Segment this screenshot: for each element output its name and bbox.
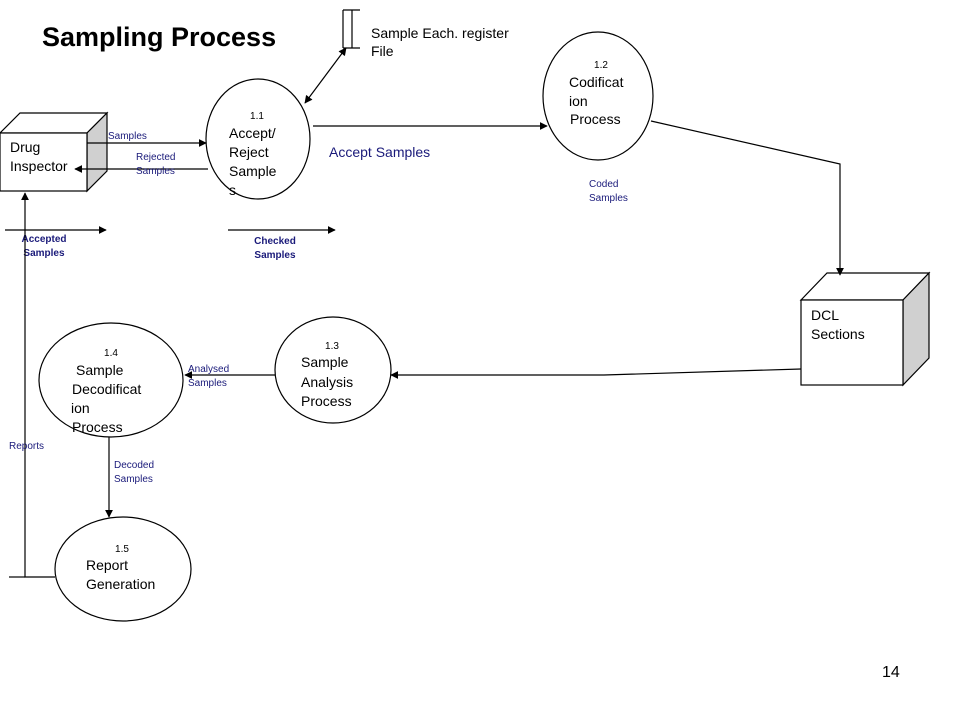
process-label-line: Sample	[301, 354, 349, 370]
process-number: 1.1	[250, 111, 264, 122]
flow-arrow-register-file	[304, 47, 347, 104]
process-label-line: Accept/	[229, 125, 276, 141]
flow-label-analysed-line1: Analysed	[188, 364, 229, 375]
drug-inspector-label-line1: Drug	[10, 139, 40, 155]
dcl-sections-label-line1: DCL	[811, 307, 839, 323]
process-label-line: s	[229, 182, 236, 198]
page-number: 14	[882, 664, 900, 681]
process-1-1-accept-reject: 1.1 Accept/ Reject Sample s	[205, 78, 311, 200]
flow-label-coded-line1: Coded	[589, 179, 618, 190]
flow-label-checked-line1: Checked	[254, 236, 296, 247]
process-circle	[54, 516, 192, 622]
drug-inspector-label-line2: Inspector	[10, 158, 68, 174]
entity-drug-inspector: Drug Inspector	[0, 111, 109, 193]
process-number: 1.3	[325, 341, 339, 352]
process-label-line: Report	[86, 557, 128, 573]
data-store-label-line2: File	[371, 43, 394, 59]
process-circle	[542, 31, 654, 161]
flow-label-rejected-line1: Rejected	[136, 152, 175, 163]
process-1-4-sample-decodification: 1.4 Sample Decodificat ion Process	[38, 322, 184, 438]
process-label-line: Analysis	[301, 374, 353, 390]
flow-label-rejected-line2: Samples	[136, 166, 175, 177]
process-1-2-codification: 1.2 Codificat ion Process	[542, 31, 654, 161]
process-label-line: Generation	[86, 576, 155, 592]
process-label-line: Decodificat	[72, 381, 141, 397]
dcl-sections-label-line2: Sections	[811, 326, 865, 342]
flow-label-decoded-line2: Samples	[114, 474, 153, 485]
process-label-line: Reject	[229, 144, 269, 160]
flow-label-accepted-line2: Samples	[23, 248, 65, 259]
process-label-line: Codificat	[569, 74, 624, 90]
process-number: 1.4	[104, 348, 118, 359]
process-number: 1.2	[594, 60, 608, 71]
page-title: Sampling Process	[42, 22, 276, 52]
box-front-face	[800, 299, 904, 386]
flow-label-checked-line2: Samples	[254, 250, 296, 261]
box-front-face	[0, 132, 88, 192]
process-label-line: Sample	[76, 362, 124, 378]
flow-label-reports: Reports	[9, 441, 44, 452]
process-circle	[274, 316, 392, 424]
flow-label-accept-samples: Accept Samples	[329, 144, 430, 160]
flow-label-samples: Samples	[108, 131, 147, 142]
flow-label-coded-line2: Samples	[589, 193, 628, 204]
flow-label-accepted-line1: Accepted	[21, 234, 66, 245]
process-label-line: ion	[569, 93, 588, 109]
flow-label-analysed-line2: Samples	[188, 378, 227, 389]
process-label-line: Sample	[229, 163, 277, 179]
process-circle	[38, 322, 184, 438]
process-1-5-report-generation: 1.5 Report Generation	[54, 516, 192, 622]
data-store-label-line1: Sample Each. register	[371, 25, 509, 41]
process-label-line: Process	[72, 419, 123, 435]
flow-arrow-coded-samples	[650, 120, 844, 276]
data-store-register-file: Sample Each. register File	[342, 9, 509, 59]
process-label-line: Process	[301, 393, 352, 409]
process-label-line: ion	[71, 400, 90, 416]
flow-arrow-dcl-to-analysis	[390, 368, 802, 379]
process-label-line: Process	[570, 111, 621, 127]
flow-label-decoded-line1: Decoded	[114, 460, 154, 471]
entity-dcl-sections: DCL Sections	[799, 271, 931, 387]
process-1-3-sample-analysis: 1.3 Sample Analysis Process	[274, 316, 392, 424]
process-number: 1.5	[115, 544, 129, 555]
